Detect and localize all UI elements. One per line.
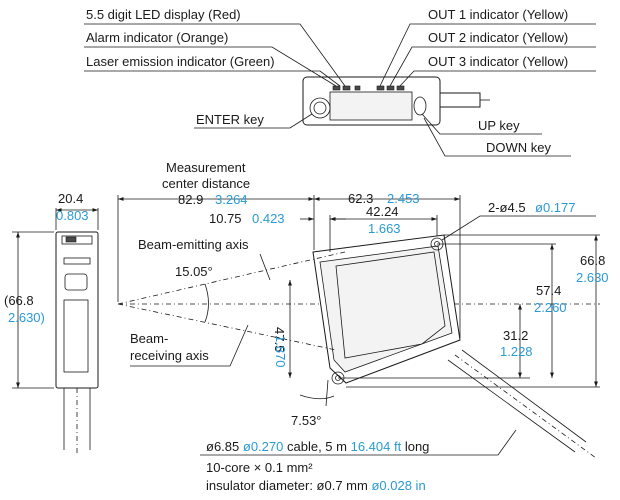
svg-text:0.803: 0.803	[56, 208, 89, 223]
callout-up: UP key	[478, 118, 520, 133]
svg-text:0.423: 0.423	[252, 211, 285, 226]
callout-led-display: 5.5 digit LED display (Red)	[86, 7, 241, 22]
svg-text:2.630): 2.630)	[8, 310, 45, 325]
svg-text:1.663: 1.663	[368, 221, 401, 236]
svg-text:Measurement: Measurement	[166, 160, 246, 175]
svg-text:insulator diameter: ø0.7 mm: insulator diameter: ø0.7 mm ø0.028 in	[206, 478, 426, 493]
callout-alarm: Alarm indicator (Orange)	[86, 30, 228, 45]
main-dimensions: Measurement center distance 82.9 3.264 1…	[117, 160, 609, 428]
callout-down: DOWN key	[486, 140, 552, 155]
svg-text:2.630: 2.630	[576, 270, 609, 285]
svg-text:20.4: 20.4	[58, 191, 83, 206]
top-callouts: 5.5 digit LED display (Red) Alarm indica…	[84, 7, 596, 157]
svg-text:1.228: 1.228	[500, 344, 533, 359]
svg-text:7.53°: 7.53°	[291, 413, 322, 428]
callout-out2: OUT 2 indicator (Yellow)	[428, 30, 568, 45]
svg-text:3.264: 3.264	[215, 192, 248, 207]
svg-text:42.24: 42.24	[366, 204, 399, 219]
svg-text:62.3: 62.3	[348, 191, 373, 206]
cable-notes: ø6.85 ø0.270 cable, 5 m 16.404 ft long 1…	[200, 429, 517, 493]
top-panel-view	[302, 76, 490, 126]
svg-text:57.4: 57.4	[536, 283, 561, 298]
svg-text:Beam-emitting axis: Beam-emitting axis	[138, 237, 249, 252]
side-dimensions: 20.4 0.803 (66.8 2.630)	[4, 191, 99, 389]
svg-text:47.5: 47.5	[272, 327, 287, 352]
callout-laser: Laser emission indicator (Green)	[86, 54, 275, 69]
callout-enter: ENTER key	[196, 112, 264, 127]
callout-out1: OUT 1 indicator (Yellow)	[428, 7, 568, 22]
up-down-key	[413, 96, 427, 116]
enter-key	[313, 101, 327, 115]
beam-axes: Beam-emitting axis Beam- receiving axis …	[117, 237, 346, 367]
svg-text:Beam-: Beam-	[130, 331, 168, 346]
svg-text:15.05°: 15.05°	[175, 264, 213, 279]
svg-text:2-ø4.5: 2-ø4.5	[488, 200, 526, 215]
svg-text:2.453: 2.453	[387, 191, 420, 206]
svg-text:82.9: 82.9	[178, 192, 203, 207]
svg-text:center distance: center distance	[162, 176, 250, 191]
svg-text:ø0.177: ø0.177	[535, 200, 575, 215]
svg-text:31.2: 31.2	[503, 328, 528, 343]
svg-text:1.870: 1.870	[273, 335, 288, 368]
svg-text:10-core × 0.1 mm²: 10-core × 0.1 mm²	[206, 460, 313, 475]
sensor-head	[312, 234, 597, 459]
svg-text:10.75: 10.75	[209, 211, 242, 226]
svg-text:2.260: 2.260	[534, 300, 567, 315]
svg-text:ø6.85 ø0.270 cable: ø6.85 ø0.270 cable, 5 m 16.404 ft long	[206, 439, 429, 454]
svg-text:(66.8: (66.8	[4, 293, 34, 308]
svg-text:receiving axis: receiving axis	[130, 348, 209, 363]
svg-text:66.8: 66.8	[580, 253, 605, 268]
callout-out3: OUT 3 indicator (Yellow)	[428, 54, 568, 69]
